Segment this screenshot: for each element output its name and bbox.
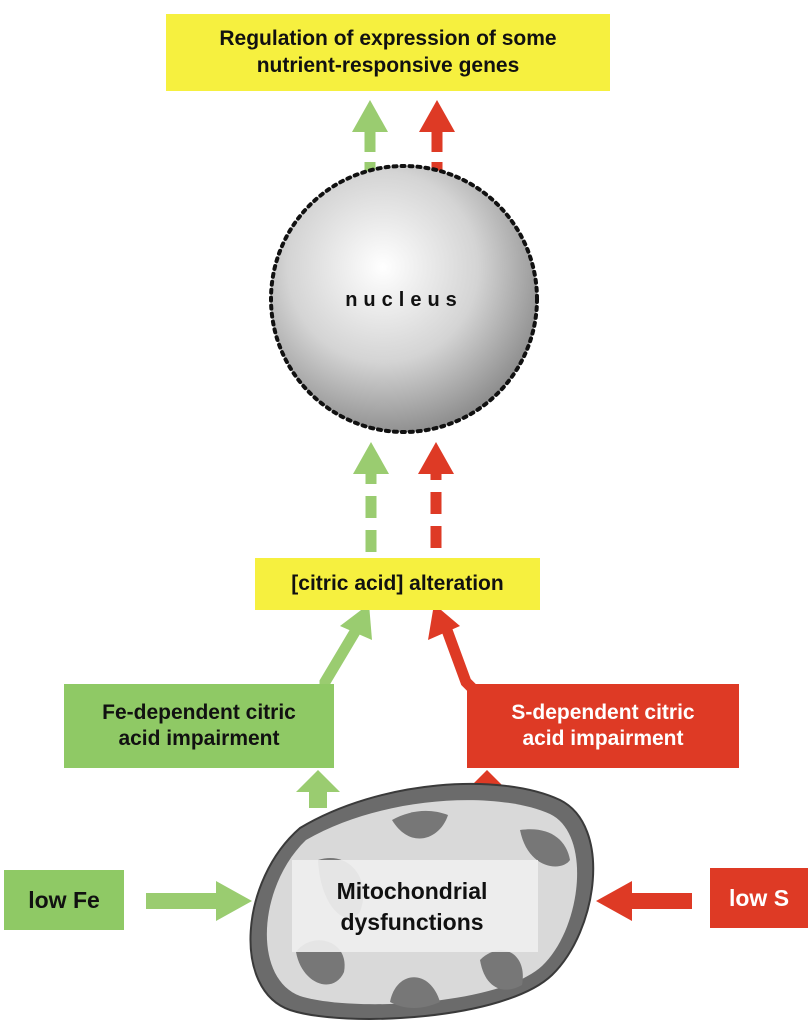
s-dependent-line1: S-dependent citric — [511, 700, 695, 724]
low-s-box: low S — [710, 868, 808, 928]
s-dependent-box: S-dependent citric acid impairment — [467, 684, 739, 768]
arrow-red-citric-to-nucleus — [418, 442, 454, 548]
mito-label-line2: dysfunctions — [340, 909, 483, 935]
arrow-red-lows-to-mito — [596, 881, 692, 921]
gene-regulation-line2: nutrient-responsive genes — [256, 53, 520, 77]
mitochondrion: Mitochondrial dysfunctions — [249, 782, 595, 1020]
gene-regulation-box: Regulation of expression of some nutrien… — [166, 14, 610, 91]
arrow-red-s-to-citric — [428, 604, 478, 694]
arrow-green-fe-to-citric — [319, 604, 372, 690]
fe-dependent-line2: acid impairment — [118, 727, 280, 750]
mito-label-line1: Mitochondrial — [337, 878, 488, 904]
nucleus: nucleus — [269, 164, 539, 434]
low-fe-box: low Fe — [4, 870, 124, 930]
nucleus-label: nucleus — [345, 289, 463, 311]
fe-dependent-line1: Fe-dependent citric — [102, 700, 296, 724]
citric-acid-alteration-label: [citric acid] alteration — [291, 571, 504, 595]
arrow-green-mito-to-fe — [296, 770, 340, 808]
fe-dependent-box: Fe-dependent citric acid impairment — [64, 684, 334, 768]
s-dependent-line2: acid impairment — [522, 727, 684, 750]
low-fe-label: low Fe — [28, 886, 100, 913]
gene-regulation-line1: Regulation of expression of some — [219, 27, 557, 51]
citric-acid-alteration-box: [citric acid] alteration — [255, 558, 540, 610]
arrow-green-lowfe-to-mito — [146, 881, 252, 921]
arrow-green-citric-to-nucleus — [353, 442, 389, 552]
low-s-label: low S — [728, 884, 790, 911]
